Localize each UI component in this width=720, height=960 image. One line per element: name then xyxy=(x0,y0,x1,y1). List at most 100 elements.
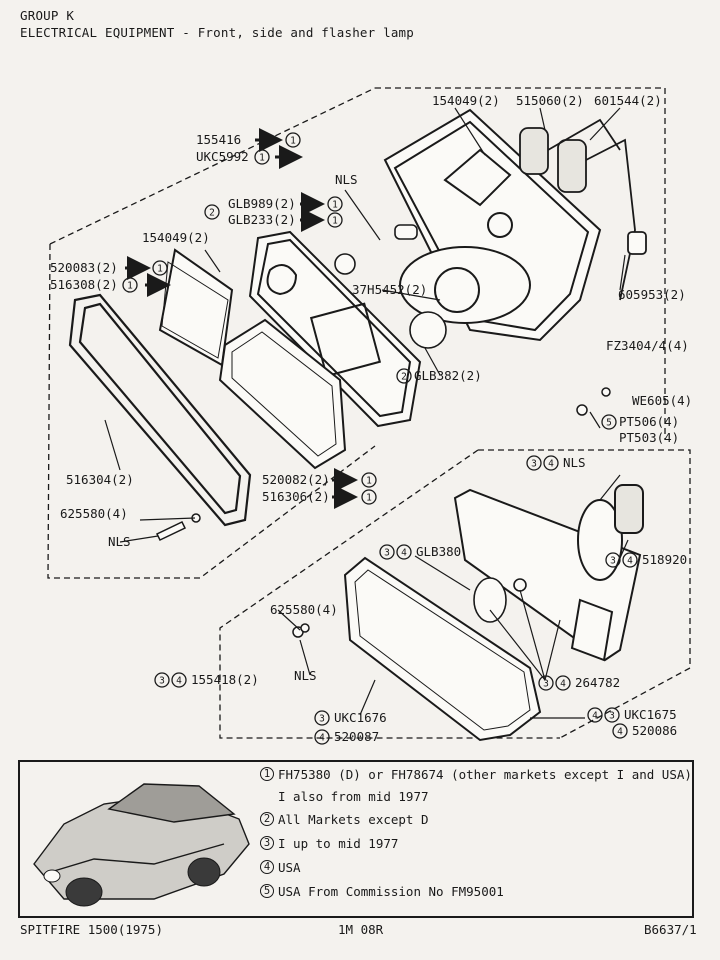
lower-group-outline xyxy=(219,449,691,739)
callout-625580-right: 625580(4) xyxy=(270,602,338,617)
svg-text:5: 5 xyxy=(606,418,612,429)
legend-item: 3 I up to mid 1977 xyxy=(260,835,692,852)
callout-154049-top: 154049(2) xyxy=(432,93,500,108)
callout-glb989: GLB989(2) xyxy=(228,196,296,211)
svg-text:3: 3 xyxy=(531,459,537,470)
callout-515060: 515060(2) xyxy=(516,93,584,108)
lower-lamp-lens xyxy=(343,556,542,742)
callout-154049-mid: 154049(2) xyxy=(142,230,210,245)
drawing-ref: B6637/1 xyxy=(644,922,697,937)
svg-text:3: 3 xyxy=(159,676,165,687)
upper-group-outline xyxy=(47,87,666,579)
screws xyxy=(155,387,611,638)
callout-605953: 605953(2) xyxy=(618,287,686,302)
callout-520086: 520086 xyxy=(632,723,677,738)
legend-text: All Markets except D xyxy=(278,812,429,827)
callout-pt506: PT506(4) xyxy=(619,414,679,429)
legend-box: 1 FH75380 (D) or FH78674 (other markets e… xyxy=(18,760,694,918)
model-label: SPITFIRE 1500(1975) xyxy=(20,922,163,937)
lower-lamp-housing xyxy=(453,484,644,662)
callout-pt503: PT503(4) xyxy=(619,430,679,445)
svg-text:4: 4 xyxy=(617,727,623,738)
callout-nls-right: NLS xyxy=(563,455,586,470)
page-code: 1M 08R xyxy=(338,922,384,937)
svg-text:1: 1 xyxy=(290,136,296,147)
svg-text:4: 4 xyxy=(176,676,182,687)
callout-glb382: GLB382(2) xyxy=(414,368,482,383)
svg-text:2: 2 xyxy=(209,208,215,219)
circled-number: 2 xyxy=(260,812,274,826)
callout-we605: WE605(4) xyxy=(632,393,692,408)
leader-lines xyxy=(104,107,629,719)
svg-text:1: 1 xyxy=(366,476,372,487)
svg-text:3: 3 xyxy=(610,556,616,567)
svg-text:2: 2 xyxy=(401,372,407,383)
flasher-lens xyxy=(218,318,347,470)
callout-nls-bottom: NLS xyxy=(294,668,317,683)
exploded-diagram: 11 211 11 25 11 34 34 34 34 34 43 34 4 1… xyxy=(47,87,692,745)
callout-516304: 516304(2) xyxy=(66,472,134,487)
callout-glb380: GLB380 xyxy=(416,544,461,559)
svg-text:1: 1 xyxy=(332,216,338,227)
svg-text:3: 3 xyxy=(384,548,390,559)
callout-ukc1675: UKC1675 xyxy=(624,707,677,722)
circled-number: 3 xyxy=(260,836,274,850)
svg-text:4: 4 xyxy=(627,556,633,567)
svg-text:1: 1 xyxy=(366,493,372,504)
callout-516306: 516306(2) xyxy=(262,489,330,504)
svg-text:4: 4 xyxy=(401,548,407,559)
legend-item: 1 FH75380 (D) or FH78674 (other markets e… xyxy=(260,766,692,783)
circled-number: 4 xyxy=(260,860,274,874)
svg-text:4: 4 xyxy=(548,459,554,470)
callout-625580-left: 625580(4) xyxy=(60,506,128,521)
lamp-housing xyxy=(383,108,602,342)
lower-bulb xyxy=(473,577,527,623)
callout-155418: 155418(2) xyxy=(191,672,259,687)
svg-text:1: 1 xyxy=(259,153,265,164)
legend-text: FH75380 (D) or FH78674 (other markets ex… xyxy=(278,767,692,782)
bulb-holders xyxy=(519,118,647,301)
page-title: ELECTRICAL EQUIPMENT - Front, side and f… xyxy=(20,25,415,40)
legend-item: 5 USA From Commission No FM95001 xyxy=(260,883,692,900)
svg-text:3: 3 xyxy=(319,714,325,725)
circled-number: 5 xyxy=(260,884,274,898)
callout-fz3404: FZ3404/4(4) xyxy=(606,338,689,353)
svg-text:3: 3 xyxy=(609,711,615,722)
arrows xyxy=(125,128,358,509)
callout-glb233: GLB233(2) xyxy=(228,212,296,227)
circled-number: 1 xyxy=(260,767,274,781)
legend-text: I also from mid 1977 xyxy=(278,789,429,804)
callout-ukc5992: UKC5992 xyxy=(196,149,249,164)
callout-601544: 601544(2) xyxy=(594,93,662,108)
callout-520087: 520087 xyxy=(334,729,379,744)
legend-text: I up to mid 1977 xyxy=(278,836,399,851)
legend-item: 2 All Markets except D xyxy=(260,811,692,828)
callout-264782: 264782 xyxy=(575,675,620,690)
callout-nls-top: NLS xyxy=(335,172,358,187)
legend-item: I also from mid 1977 xyxy=(260,788,692,805)
svg-text:3: 3 xyxy=(543,679,549,690)
callout-155416: 155416 xyxy=(196,132,241,147)
group-label: GROUP K xyxy=(20,8,75,23)
callout-518920: 518920 xyxy=(642,552,687,567)
bezel xyxy=(68,293,252,527)
svg-text:4: 4 xyxy=(560,679,566,690)
bulbs xyxy=(334,224,447,349)
svg-text:4: 4 xyxy=(592,711,598,722)
svg-text:1: 1 xyxy=(157,264,163,275)
callout-520082: 520082(2) xyxy=(262,472,330,487)
side-lamp-lens xyxy=(158,248,234,367)
legend-text: USA From Commission No FM95001 xyxy=(278,884,504,899)
svg-text:1: 1 xyxy=(332,200,338,211)
svg-text:1: 1 xyxy=(127,281,133,292)
callout-516308: 516308(2) xyxy=(50,277,118,292)
callout-nls-left: NLS xyxy=(108,534,131,549)
svg-text:4: 4 xyxy=(319,733,325,744)
car-illustration xyxy=(33,783,250,907)
callout-37h5452: 37H5452(2) xyxy=(352,282,427,297)
legend-list: 1 FH75380 (D) or FH78674 (other markets e… xyxy=(260,766,692,906)
circled-refs xyxy=(122,132,638,745)
gasket xyxy=(248,230,422,428)
